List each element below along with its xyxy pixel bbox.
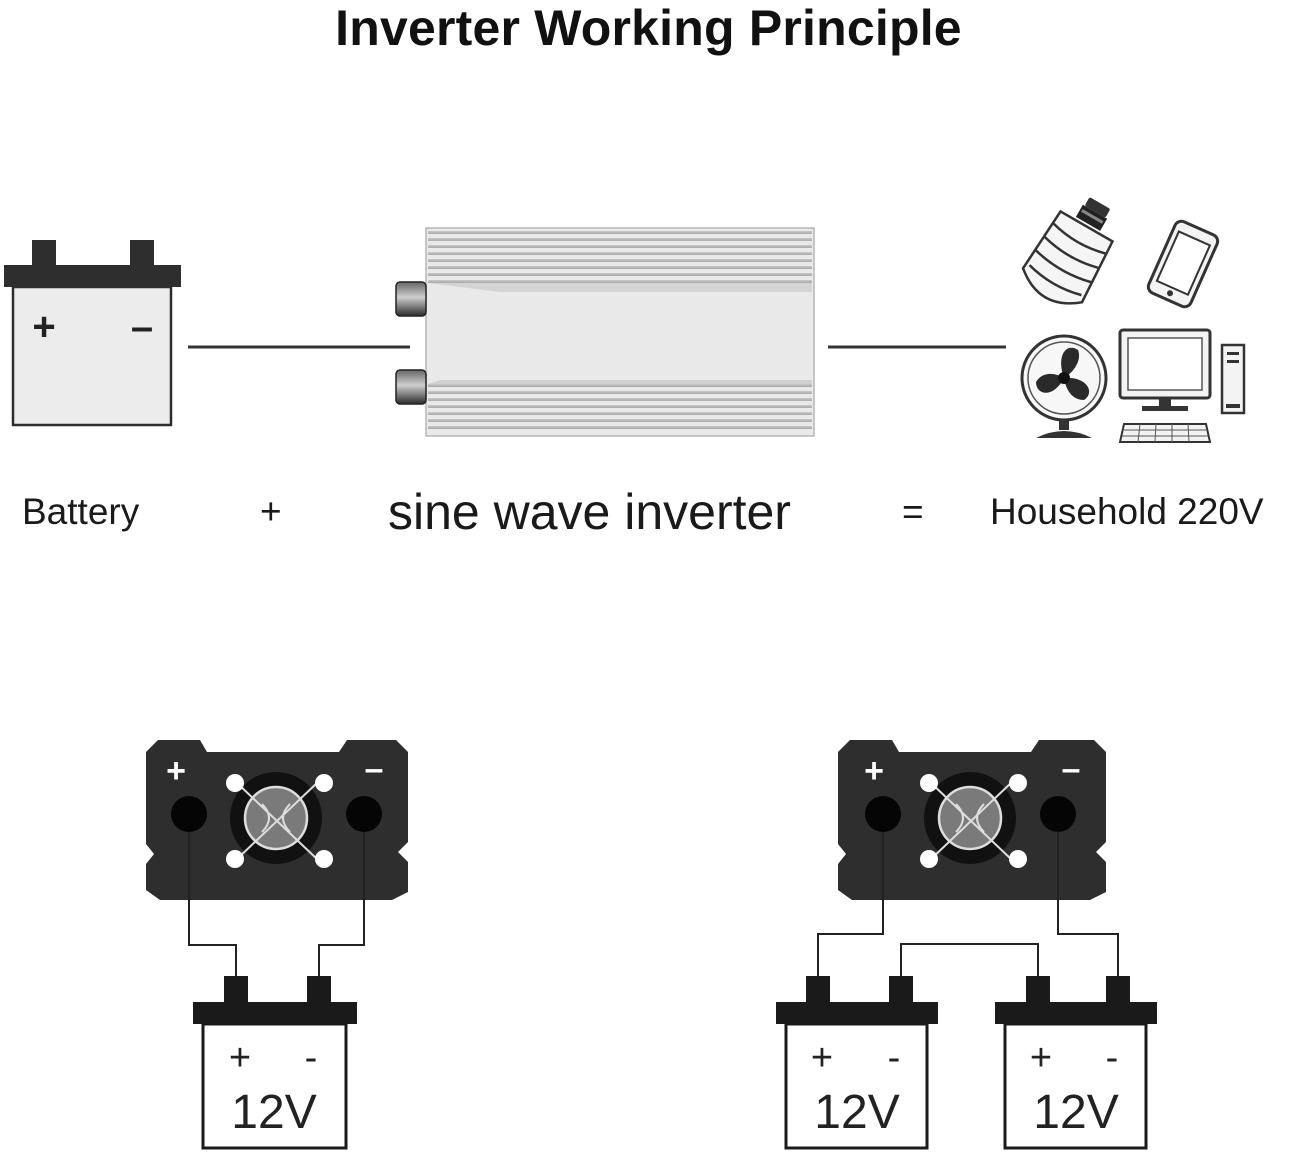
inverter-positive-label: +: [864, 752, 884, 790]
phone-icon: [1146, 219, 1220, 309]
wiring-single: [188, 832, 365, 978]
household-output-label: Household 220V: [990, 491, 1264, 532]
battery-positive-sign: +: [811, 1037, 833, 1079]
equals-sign: =: [902, 491, 924, 532]
battery-label: Battery: [22, 491, 140, 532]
keyboard-icon: [1118, 423, 1212, 443]
battery-icon: + –: [4, 240, 181, 427]
inverter-face-dual: + –: [838, 740, 1106, 900]
page-title: Inverter Working Principle: [335, 0, 962, 56]
inverter-icon: [395, 227, 815, 437]
fan-grille-icon: [226, 772, 333, 868]
inverter-face-single: + –: [146, 740, 408, 900]
computer-icon: [1118, 328, 1246, 443]
battery-12v-dual-1: + - 12V: [776, 976, 938, 1150]
wiring-dual: [817, 832, 1119, 978]
battery-negative-sign: -: [1106, 1037, 1119, 1079]
battery-positive-sign: +: [32, 305, 55, 349]
battery-negative-sign: -: [888, 1037, 901, 1079]
inverter-positive-label: +: [166, 752, 186, 790]
inverter-label: sine wave inverter: [388, 484, 791, 540]
battery-negative-sign: -: [305, 1037, 318, 1079]
inverter-negative-label: –: [1062, 750, 1081, 788]
fan-icon: [1020, 334, 1108, 438]
battery-positive-sign: +: [229, 1037, 251, 1079]
plus-sign: +: [260, 491, 282, 532]
fan-grille-icon: [920, 772, 1027, 868]
battery-12v-single: + - 12V: [193, 976, 357, 1150]
battery-voltage-label: 12V: [814, 1086, 899, 1139]
inverter-negative-label: –: [365, 750, 384, 788]
bulb-icon: [1021, 197, 1115, 305]
battery-voltage-label: 12V: [231, 1086, 316, 1139]
battery-negative-sign: –: [131, 305, 153, 349]
battery-voltage-label: 12V: [1033, 1086, 1118, 1139]
battery-positive-sign: +: [1030, 1037, 1052, 1079]
battery-12v-dual-2: + - 12V: [995, 976, 1157, 1150]
